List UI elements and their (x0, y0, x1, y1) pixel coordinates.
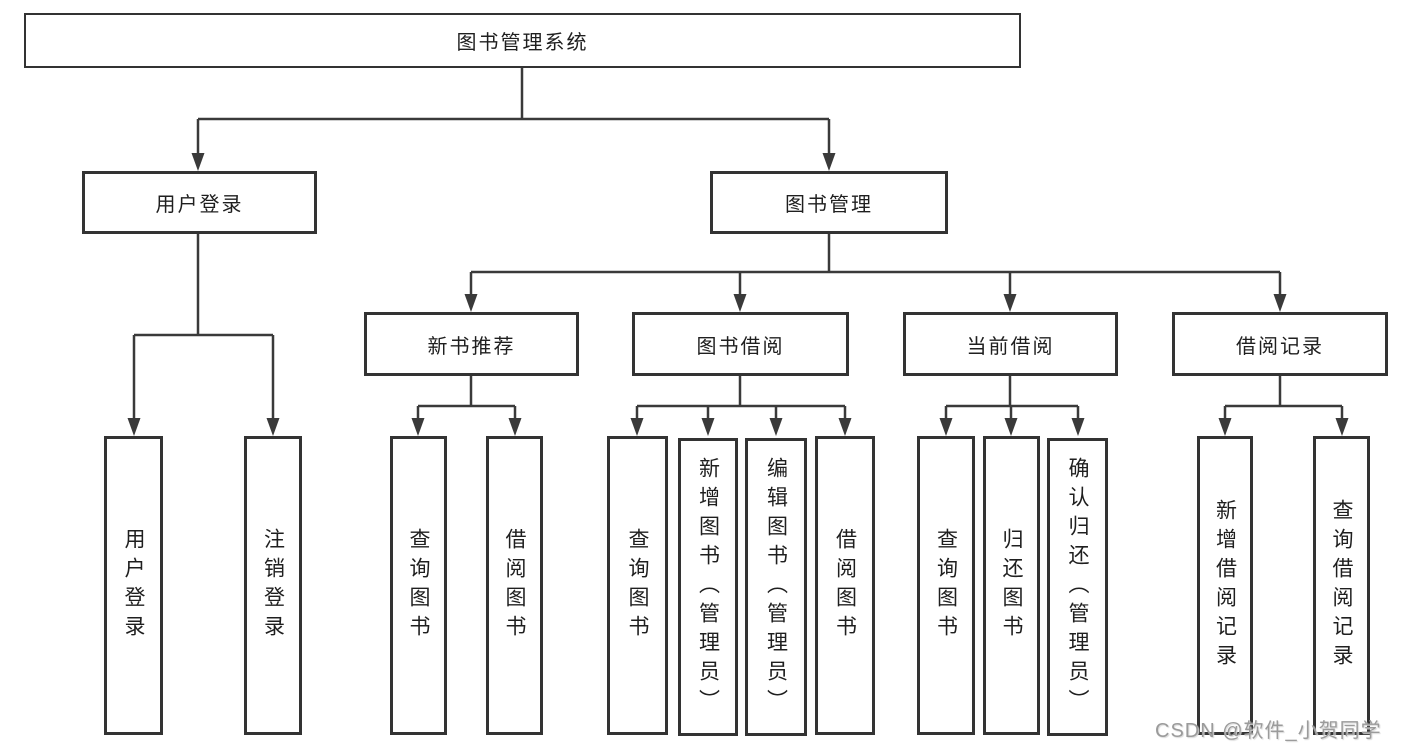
arrow-down-icon (630, 418, 644, 436)
arrow-down-icon (411, 418, 425, 436)
node-book-management: 图书管理 (710, 171, 948, 234)
arrow-down-icon (464, 294, 478, 312)
arrow-down-icon (1218, 418, 1232, 436)
connector-borrow-to-leaves (635, 376, 847, 423)
node-root-system: 图书管理系统 (24, 13, 1021, 68)
leaf-borrow-book: 借阅图书 (815, 436, 875, 735)
leaf-query-book-recommend: 查询图书 (390, 436, 447, 735)
arrow-down-icon (508, 418, 522, 436)
connector-records-to-leaves (1223, 376, 1344, 423)
leaf-confirm-return-admin: 确认归还（管理员） (1047, 438, 1108, 736)
node-current-borrow: 当前借阅 (903, 312, 1118, 376)
leaf-borrow-book-recommend: 借阅图书 (486, 436, 543, 735)
arrow-down-icon (191, 153, 205, 171)
arrow-down-icon (1003, 294, 1017, 312)
arrow-down-icon (1335, 418, 1349, 436)
csdn-watermark: CSDN @软件_小贺同学 (1155, 720, 1382, 742)
connector-root-to-level2 (196, 68, 831, 156)
leaf-add-book-admin: 新增图书（管理员） (678, 438, 738, 736)
leaf-user-login: 用户登录 (104, 436, 163, 735)
leaf-return-book: 归还图书 (983, 436, 1040, 735)
leaf-add-borrow-record: 新增借阅记录 (1197, 436, 1253, 735)
arrow-down-icon (733, 294, 747, 312)
arrow-down-icon (822, 153, 836, 171)
node-book-borrow: 图书借阅 (632, 312, 849, 376)
leaf-edit-book-admin: 编辑图书（管理员） (745, 438, 807, 736)
arrow-down-icon (838, 418, 852, 436)
connector-bookmgmt-to-level3 (469, 234, 1282, 297)
connector-current-to-leaves (944, 376, 1080, 423)
node-new-book-recommend: 新书推荐 (364, 312, 579, 376)
arrow-down-icon (701, 418, 715, 436)
node-user-login: 用户登录 (82, 171, 317, 234)
arrowheads (127, 153, 1349, 436)
leaf-logout: 注销登录 (244, 436, 302, 735)
node-borrow-records: 借阅记录 (1172, 312, 1388, 376)
arrow-down-icon (1273, 294, 1287, 312)
arrow-down-icon (1071, 418, 1085, 436)
arrow-down-icon (266, 418, 280, 436)
leaf-query-book-current: 查询图书 (917, 436, 975, 735)
arrow-down-icon (1004, 418, 1018, 436)
arrow-down-icon (939, 418, 953, 436)
arrow-down-icon (127, 418, 141, 436)
connector-userlogin-to-leaves (132, 234, 275, 421)
connector-newbook-to-leaves (416, 376, 517, 423)
leaf-query-borrow-record: 查询借阅记录 (1313, 436, 1370, 735)
arrow-down-icon (769, 418, 783, 436)
leaf-query-book-borrow: 查询图书 (607, 436, 668, 735)
